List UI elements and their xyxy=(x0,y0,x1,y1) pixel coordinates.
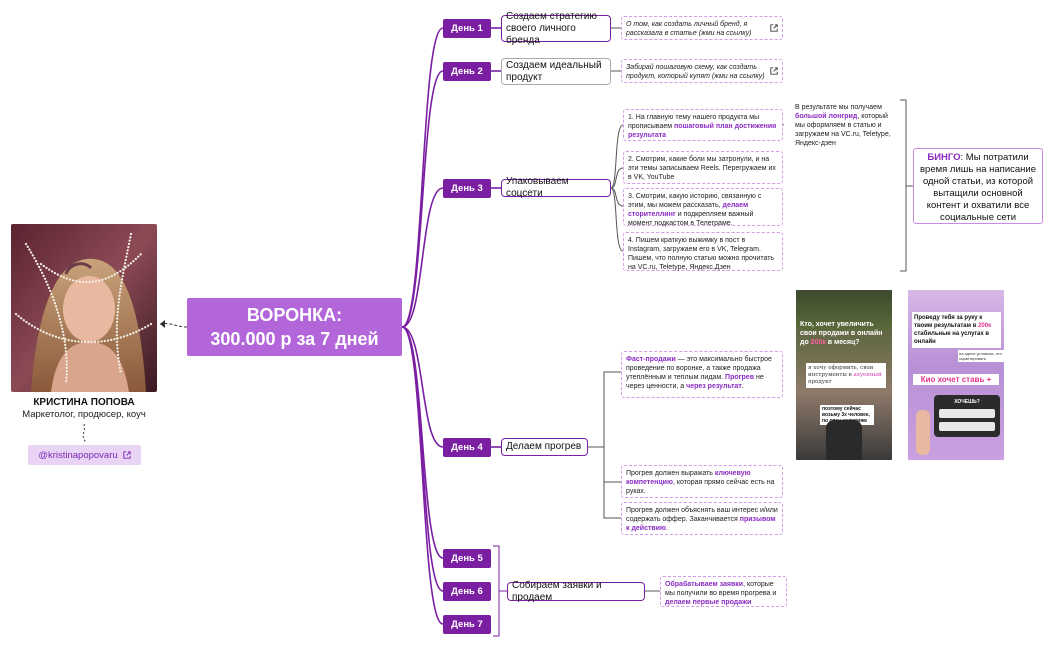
profile-photo xyxy=(11,224,157,392)
note-step-2: 2. Смотрим, какие боли мы затронули, и н… xyxy=(623,151,783,184)
story-screenshot-sales: Кто, хочет увеличить свои продажи в онла… xyxy=(796,290,892,460)
day-6-badge: День 6 xyxy=(443,582,491,601)
note-brand-article-link[interactable]: О том, как создать личный бренд, я расск… xyxy=(621,16,783,40)
topic-social-packaging: Упаковываем соцсети xyxy=(501,176,611,199)
story-b-question: Проведу тебя за руку к твоим результатам… xyxy=(912,312,1001,348)
external-link-icon xyxy=(122,451,131,459)
topic-warmup: Делаем прогрев xyxy=(501,438,588,456)
step-3-text: 3. Смотрим, какую историю, связанную с э… xyxy=(628,193,762,209)
result-longread-text: В результате мы получаем большой лонгрид… xyxy=(795,104,891,147)
note-brand-article-text: О том, как создать личный бренд, я расск… xyxy=(626,21,752,37)
note-product-scheme-link[interactable]: Забирай пошаговую схему, как создать про… xyxy=(621,59,783,83)
note-process-leads: Обрабатываем заявки, которые мы получили… xyxy=(660,576,787,607)
note-step-1: 1. На главную тему нашего продукта мы пр… xyxy=(623,109,783,141)
step-3-highlight: делаем сторителлинг xyxy=(628,202,749,218)
story-a-question: Кто, хочет увеличить свои продажи в онла… xyxy=(800,321,883,346)
funnel-central-node: ВОРОНКА: 300.000 р за 7 дней xyxy=(187,298,402,356)
day-5-badge: День 5 xyxy=(443,549,491,568)
profile-handle-link[interactable]: @kristinapopovaru xyxy=(28,445,141,465)
day-2-badge: День 2 xyxy=(443,62,491,81)
note-step-4: 4. Пишем краткую выжимку в пост в Instag… xyxy=(623,232,783,271)
step-2-text: 2. Смотрим, какие боли мы затронули, и н… xyxy=(628,156,776,181)
external-link-icon xyxy=(770,67,778,75)
external-link-icon xyxy=(770,24,778,32)
step-4-text: 4. Пишем краткую выжимку в пост в Instag… xyxy=(628,237,775,271)
bingo-label: БИНГО xyxy=(927,152,961,163)
profile-name: КРИСТИНА ПОПОВА xyxy=(33,397,135,408)
day-4-badge: День 4 xyxy=(443,438,491,457)
step-1-highlight: пошаговый план достижения результата xyxy=(628,123,777,139)
note-step-3: 3. Смотрим, какую историю, связанную с э… xyxy=(623,188,783,227)
note-warmup-offer: Прогрев должен объяснять ваш интерес и/и… xyxy=(621,502,783,535)
day-3-badge: День 3 xyxy=(443,179,491,198)
bingo-text: : Мы потратили время лишь на написание о… xyxy=(919,152,1036,223)
story-a-middle: я хочу оформить, свои инструменты в ахуе… xyxy=(806,363,886,388)
story-b-poll: ХОЧЕШЬ? xyxy=(934,395,1000,437)
central-title: ВОРОНКА: xyxy=(246,305,343,325)
topic-ideal-product: Создаем идеальный продукт xyxy=(501,58,611,85)
bingo-callout: БИНГО: Мы потратили время лишь на написа… xyxy=(913,148,1043,224)
story-screenshot-offer: Проведу тебя за руку к твоим результатам… xyxy=(908,290,1004,460)
central-subtitle: 300.000 р за 7 дней xyxy=(210,329,379,349)
profile-role: Маркетолог, продюсер, коуч xyxy=(22,409,146,420)
step-3-text-end: и подкрепляем важный момент подкастом в … xyxy=(628,211,754,227)
note-warmup-competence: Прогрев должен выражать ключевую компете… xyxy=(621,465,783,498)
topic-collect-leads: Собираем заявки и продаем xyxy=(507,580,645,603)
profile-handle-text: @kristinapopovaru xyxy=(38,449,118,461)
day-7-badge: День 7 xyxy=(443,615,491,634)
step-1-text: 1. На главную тему нашего продукта мы пр… xyxy=(628,114,760,130)
story-b-poll-title: ХОЧЕШЬ? xyxy=(954,399,980,405)
note-product-scheme-text: Забирай пошаговую схему, как создать про… xyxy=(626,64,765,80)
topic-brand-strategy: Создаем стратегию своего личного бренда xyxy=(501,11,611,46)
day-1-badge: День 1 xyxy=(443,19,491,38)
story-b-sub: на одних условиях, это гарантировать xyxy=(958,350,1004,362)
note-fast-sales: Фаст-продажи — это максимально быстрое п… xyxy=(621,351,783,398)
story-b-cta: Кио хочет ставь + xyxy=(913,374,999,385)
